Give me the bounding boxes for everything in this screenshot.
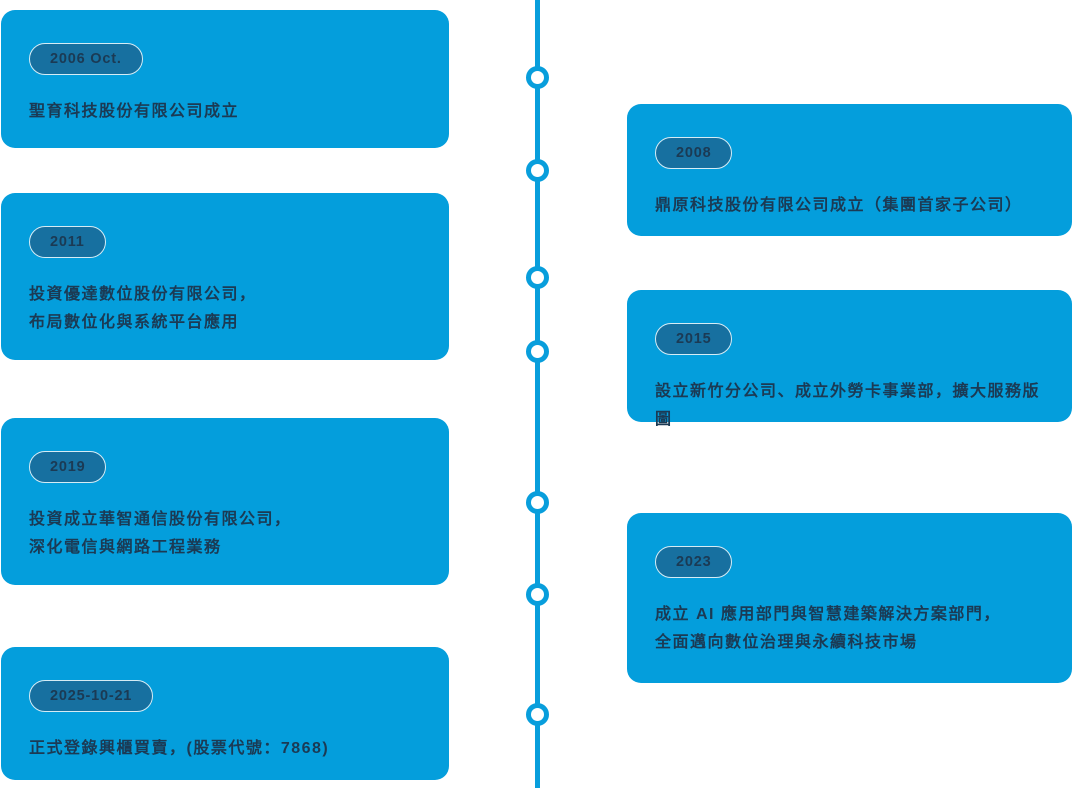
milestone-line: 投資優達數位股份有限公司， [29,286,257,303]
milestone-line: 成立 AI 應用部門與智慧建築解決方案部門， [655,606,1001,623]
milestone-text: 成立 AI 應用部門與智慧建築解決方案部門， 全面邁向數位治理與永續科技市場 [655,601,1046,657]
timeline-node [526,159,549,182]
milestone-line: 全面邁向數位治理與永續科技市場 [655,634,918,651]
milestone-line: 正式登錄興櫃買賣，(股票代號：7868) [29,740,330,757]
timeline-node [526,703,549,726]
year-badge: 2019 [29,451,107,483]
timeline-node [526,66,549,89]
milestone-line: 深化電信與網路工程業務 [29,539,222,556]
timeline-node [526,583,549,606]
milestone-text: 設立新竹分公司、成立外勞卡事業部，擴大服務版圖 [655,378,1046,434]
year-badge: 2025-10-21 [29,680,154,712]
timeline-axis-line [535,0,540,788]
timeline-node [526,266,549,289]
year-badge-label: 2023 [676,554,712,570]
timeline-node [526,491,549,514]
year-badge-label: 2011 [50,234,85,250]
milestone-line: 鼎原科技股份有限公司成立（集團首家子公司） [655,197,1023,214]
milestone-line: 投資成立華智通信股份有限公司， [29,511,292,528]
year-badge: 2008 [655,137,733,169]
year-badge-label: 2006 Oct. [50,51,122,67]
milestone-text: 投資優達數位股份有限公司， 布局數位化與系統平台應用 [29,281,423,337]
timeline-card-2011: 2011 投資優達數位股份有限公司， 布局數位化與系統平台應用 [1,193,449,360]
milestone-line: 聖育科技股份有限公司成立 [29,103,240,120]
timeline-card-2019: 2019 投資成立華智通信股份有限公司， 深化電信與網路工程業務 [1,418,449,585]
milestone-text: 聖育科技股份有限公司成立 [29,98,423,126]
milestone-line: 設立新竹分公司、成立外勞卡事業部，擴大服務版圖 [655,383,1041,428]
timeline-card-2015: 2015 設立新竹分公司、成立外勞卡事業部，擴大服務版圖 [627,290,1072,428]
year-badge-label: 2015 [676,331,712,347]
milestone-text: 鼎原科技股份有限公司成立（集團首家子公司） [655,192,1046,220]
milestone-text: 投資成立華智通信股份有限公司， 深化電信與網路工程業務 [29,506,423,562]
timeline-card-2006: 2006 Oct. 聖育科技股份有限公司成立 [1,10,449,148]
year-badge: 2023 [655,546,733,578]
milestone-line: 布局數位化與系統平台應用 [29,314,240,331]
timeline-card-2025: 2025-10-21 正式登錄興櫃買賣，(股票代號：7868) [1,647,449,780]
timeline-card-2008: 2008 鼎原科技股份有限公司成立（集團首家子公司） [627,104,1072,236]
milestone-text: 正式登錄興櫃買賣，(股票代號：7868) [29,735,423,763]
year-badge-label: 2025-10-21 [50,688,133,704]
year-badge-label: 2019 [50,459,86,475]
year-badge-label: 2008 [676,145,712,161]
year-badge: 2015 [655,323,733,355]
timeline-card-2023: 2023 成立 AI 應用部門與智慧建築解決方案部門， 全面邁向數位治理與永續科… [627,513,1072,683]
year-badge: 2011 [29,226,106,258]
timeline-node [526,340,549,363]
year-badge: 2006 Oct. [29,43,143,75]
